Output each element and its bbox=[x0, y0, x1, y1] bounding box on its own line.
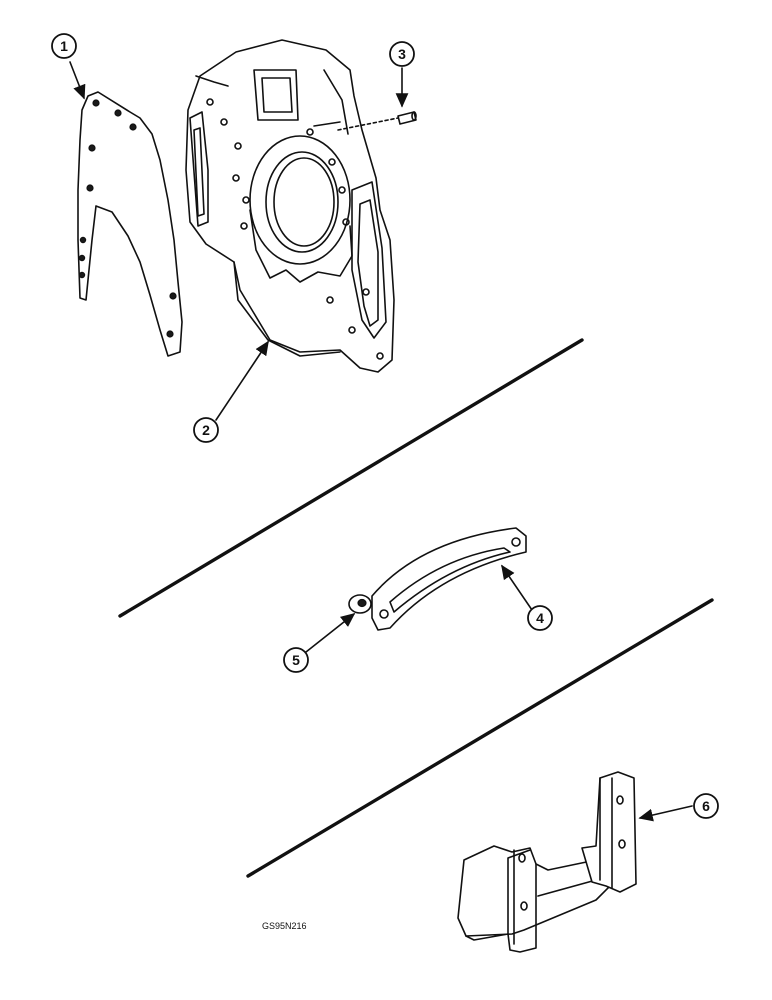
dowel-pin bbox=[337, 111, 417, 131]
callout-1: 1 bbox=[51, 33, 77, 59]
callout-6: 6 bbox=[693, 793, 719, 819]
svg-text:5: 5 bbox=[292, 652, 300, 668]
callout-2: 2 bbox=[193, 417, 219, 443]
svg-text:1: 1 bbox=[60, 38, 68, 54]
separator-line-1 bbox=[118, 338, 584, 618]
callout-5: 5 bbox=[283, 647, 309, 673]
svg-text:4: 4 bbox=[536, 610, 544, 626]
leader-1 bbox=[69, 61, 86, 100]
leader-6 bbox=[638, 805, 693, 822]
callout-3: 3 bbox=[389, 41, 415, 67]
support-bracket bbox=[457, 771, 637, 953]
svg-text:6: 6 bbox=[702, 798, 710, 814]
flywheel-housing bbox=[185, 39, 395, 373]
leader-5 bbox=[305, 613, 356, 653]
svg-text:3: 3 bbox=[398, 46, 406, 62]
callout-4: 4 bbox=[527, 605, 553, 631]
figure-reference: GS95N216 bbox=[262, 921, 307, 931]
leader-4 bbox=[501, 564, 533, 611]
svg-text:2: 2 bbox=[202, 422, 210, 438]
washer bbox=[348, 594, 372, 614]
slotted-bracket bbox=[371, 527, 527, 631]
separator-line-2 bbox=[246, 598, 714, 878]
leader-2 bbox=[215, 340, 269, 421]
gasket-plate bbox=[77, 91, 183, 357]
